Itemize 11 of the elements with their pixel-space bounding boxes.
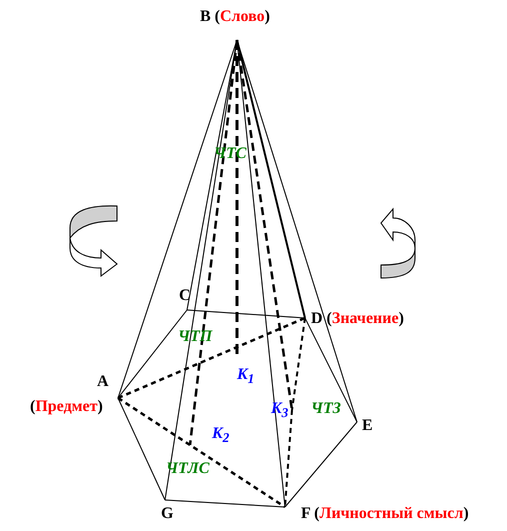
contour-label: K$_{2}$ [212, 425, 230, 448]
vertex-label: B (Слово) [200, 8, 270, 26]
vertex-label: C [179, 287, 191, 305]
vertex-label: A [97, 373, 109, 391]
vertex-label: (Предмет) [30, 398, 103, 416]
vertex-label: G [161, 505, 174, 523]
vertex-label: D (Значение) [311, 310, 404, 328]
vertex-label: E [362, 417, 373, 435]
contour-label: K$_{1}$ [237, 366, 254, 388]
face-label: ЧТЗ [311, 400, 341, 418]
vertex-label: F (Личностный смысл) [301, 505, 469, 523]
